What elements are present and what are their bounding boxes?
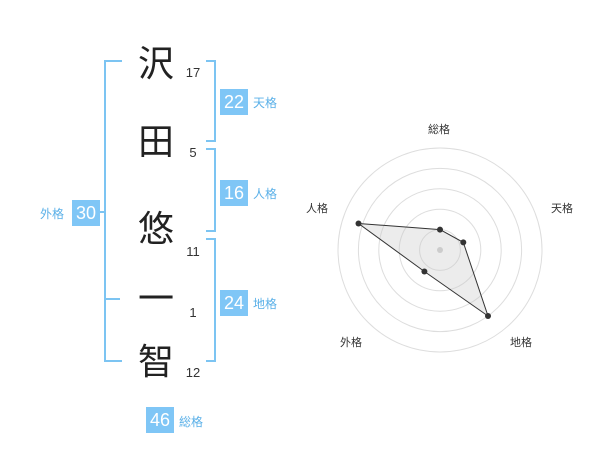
radar-ring [337, 147, 543, 353]
radar-ring [357, 167, 523, 333]
radar-ring [378, 188, 502, 312]
gaikaku-badge: 30 [72, 200, 100, 226]
radar-point-1 [460, 239, 467, 246]
name-char-5: 智 [137, 342, 174, 383]
soukaku-badge: 46 [146, 407, 174, 433]
radar-point-4 [355, 220, 362, 227]
radar-center-dot [437, 247, 443, 253]
name-char-4: 一 [137, 279, 174, 320]
tenkaku-label: 天格 [253, 96, 278, 110]
radar-point-3 [421, 268, 428, 275]
gaikaku-bracket [104, 60, 122, 362]
chikaku-label: 地格 [253, 297, 278, 311]
jinkaku-bracket [206, 148, 216, 232]
stroke-count-2: 5 [189, 145, 197, 160]
gaikaku-bracket-divider [104, 298, 120, 300]
gaikaku-label: 外格 [40, 207, 65, 221]
radar-point-0 [437, 226, 443, 233]
tenkaku-bracket [206, 60, 216, 142]
stroke-count-5: 12 [185, 365, 201, 380]
stroke-count-4: 1 [189, 305, 197, 320]
axis-label-soukaku: 総格 [428, 123, 450, 136]
tenkaku-badge: 22 [220, 89, 248, 115]
radar-point-2 [485, 313, 491, 319]
jinkaku-badge: 16 [220, 180, 248, 206]
radar-ring [398, 208, 482, 292]
chikaku-badge: 24 [220, 290, 248, 316]
jinkaku-label: 人格 [253, 187, 278, 201]
stroke-count-1: 17 [185, 65, 201, 80]
name-char-2: 田 [137, 122, 174, 163]
stroke-count-3: 11 [186, 244, 200, 259]
radar-rings [337, 147, 543, 353]
name-char-3: 悠 [137, 209, 174, 250]
axis-label-tenkaku: 天格 [551, 202, 573, 215]
soukaku-label: 総格 [179, 415, 204, 429]
gaikaku-bracket-tick [96, 211, 104, 213]
chikaku-bracket [206, 238, 216, 362]
axis-label-jinkaku: 人格 [306, 202, 328, 215]
radar-points [355, 220, 491, 319]
axis-label-chikaku: 地格 [510, 336, 532, 349]
axis-label-gaikaku: 外格 [340, 336, 362, 349]
name-char-1: 沢 [137, 44, 174, 85]
